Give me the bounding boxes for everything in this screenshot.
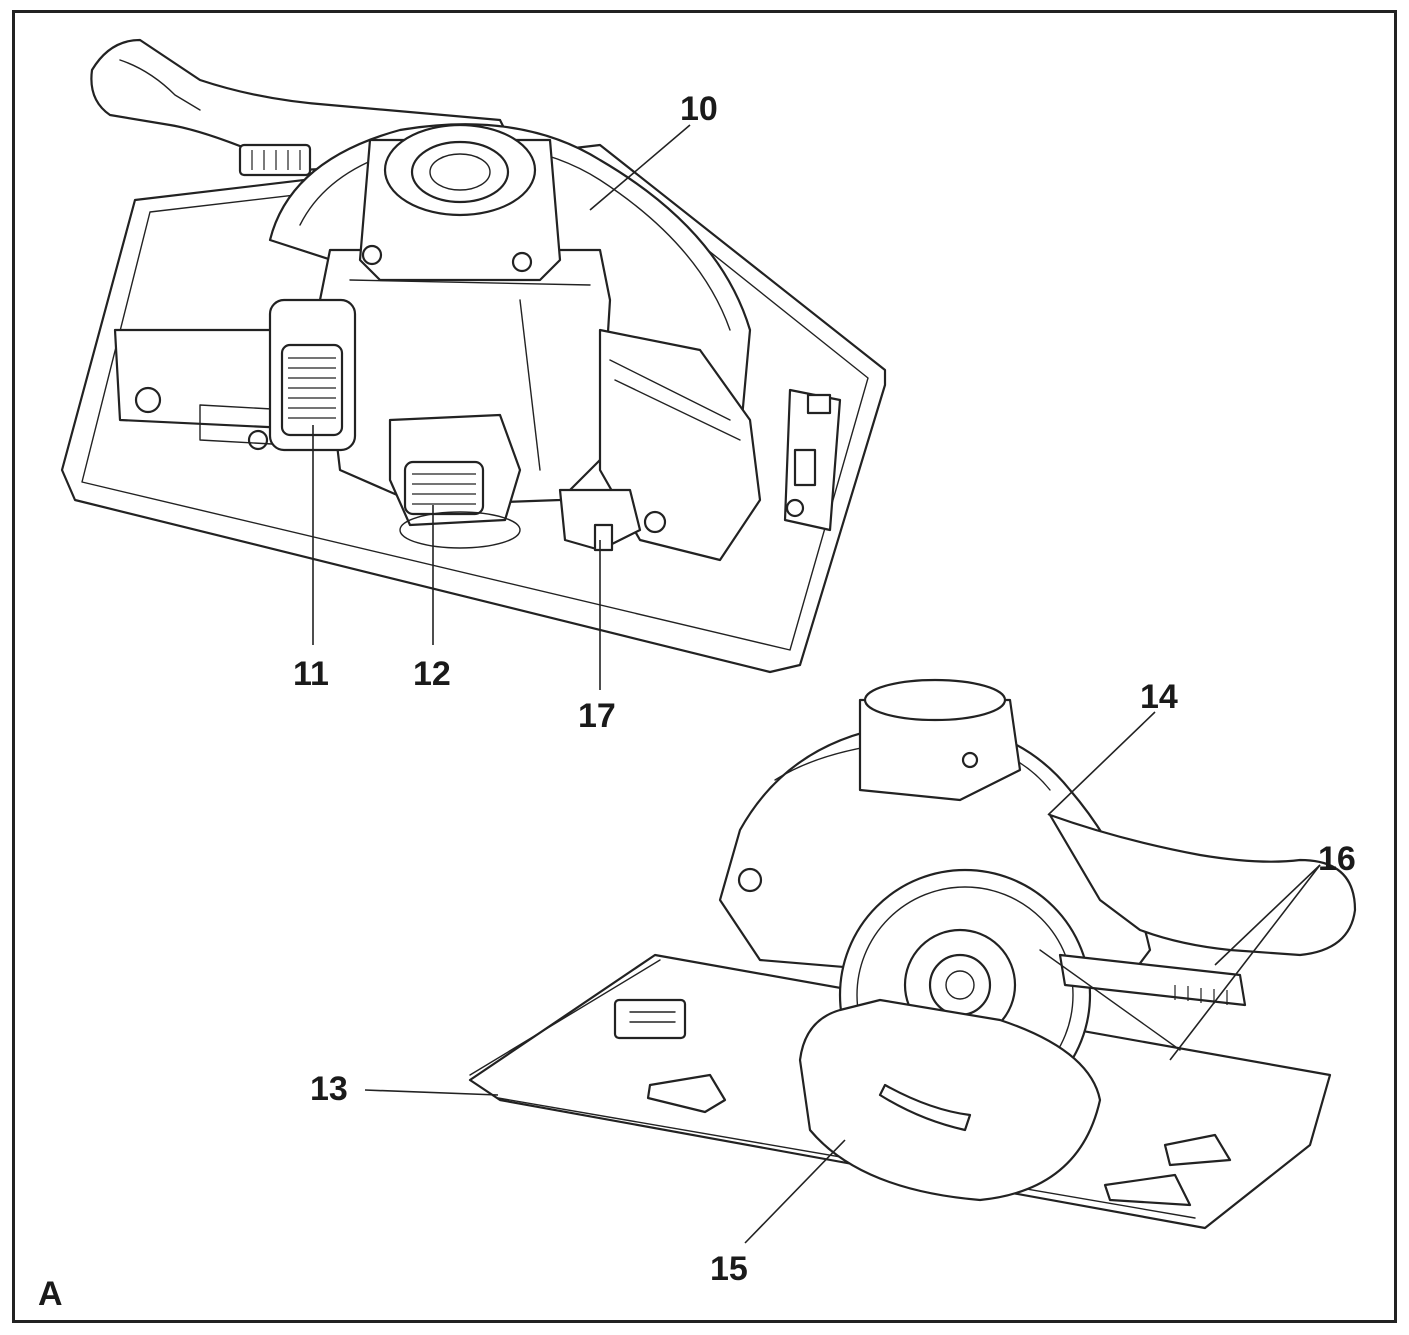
leader-16a xyxy=(1214,864,1321,966)
callout-15: 15 xyxy=(710,1250,748,1288)
leader-lines xyxy=(312,124,1321,1244)
callout-12: 12 xyxy=(413,655,451,693)
handle-grip xyxy=(238,143,312,177)
leader-14 xyxy=(1047,711,1156,816)
grip-16 xyxy=(1058,953,1247,1007)
top-bevel-scale xyxy=(783,388,842,532)
callout-16: 16 xyxy=(1318,840,1356,878)
leader-13 xyxy=(364,1089,499,1096)
figure-frame xyxy=(12,10,1397,1323)
callout-11: 11 xyxy=(293,655,329,693)
lever-11-grip xyxy=(268,298,357,452)
lever-12-grip xyxy=(388,413,522,549)
callout-10: 10 xyxy=(680,90,718,128)
bottom-saw-illustration xyxy=(468,678,1357,1230)
callout-14: 14 xyxy=(1140,678,1178,716)
top-saw-illustration xyxy=(60,38,887,674)
callout-labels: 10 11 12 17 14 16 13 15 xyxy=(293,90,1356,1288)
callout-13: 13 xyxy=(310,1070,348,1108)
leader-15 xyxy=(744,1139,846,1244)
leader-10 xyxy=(589,124,691,211)
callout-17: 17 xyxy=(578,697,616,735)
leader-16b xyxy=(1169,864,1321,1061)
figure-letter: A xyxy=(38,1275,63,1313)
